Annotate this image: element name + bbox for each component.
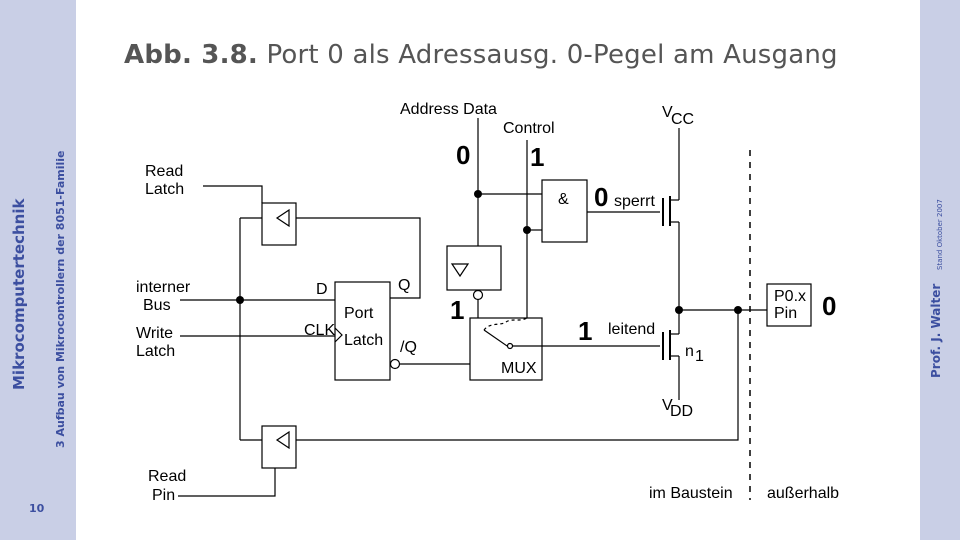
upper-fet-icon bbox=[662, 196, 671, 226]
q-output-label: Q bbox=[398, 277, 410, 294]
read-pin-label: Pin bbox=[152, 487, 175, 504]
inverter-output-level: 1 bbox=[450, 295, 464, 325]
vcc-subscript: CC bbox=[671, 111, 694, 128]
write-latch-label: Write bbox=[136, 325, 173, 342]
control-level: 1 bbox=[530, 142, 544, 172]
port-latch-box bbox=[334, 281, 391, 381]
logic-levels: 0 1 0 1 1 0 bbox=[450, 140, 836, 346]
nq-output-label: /Q bbox=[400, 339, 417, 356]
right-sidebar bbox=[920, 0, 960, 540]
read-pin-label: Read bbox=[148, 468, 186, 485]
page-title: Abb. 3.8. Port 0 als Adressausg. 0-Pegel… bbox=[124, 40, 838, 70]
port-latch-label: Port bbox=[344, 305, 374, 322]
read-latch-label: Read bbox=[145, 163, 183, 180]
mux-box bbox=[469, 317, 543, 381]
vdd-label: V bbox=[662, 397, 673, 414]
vdd-subscript: DD bbox=[670, 403, 693, 420]
pin-level: 0 bbox=[822, 291, 836, 321]
d-input-label: D bbox=[316, 281, 328, 298]
junction-dots bbox=[236, 190, 742, 314]
inside-chip-label: im Baustein bbox=[649, 485, 733, 502]
vcc-label: V bbox=[662, 104, 673, 121]
junction-dot bbox=[474, 190, 482, 198]
port-latch-label: Latch bbox=[344, 332, 383, 349]
and-gate-box bbox=[541, 179, 588, 243]
read-latch-buffer bbox=[261, 202, 297, 246]
mux-output-level: 1 bbox=[578, 316, 592, 346]
transistor-subscript: 1 bbox=[695, 348, 704, 365]
pin-label: Pin bbox=[774, 305, 797, 322]
write-latch-label: Latch bbox=[136, 343, 175, 360]
clock-edge-icon bbox=[334, 327, 343, 343]
leitend-label: leitend bbox=[608, 321, 655, 338]
figure-number: Abb. 3.8. bbox=[124, 40, 259, 70]
inverted-output-bubble bbox=[389, 358, 401, 370]
inverter-bubble bbox=[472, 289, 484, 301]
internal-bus-label: interner bbox=[136, 279, 191, 296]
buffer-triangle-icon bbox=[275, 208, 290, 228]
junction-dot bbox=[523, 226, 531, 234]
junction-dot bbox=[734, 306, 742, 314]
buffer-triangle-icon bbox=[275, 430, 290, 450]
address-data-label: Address Data bbox=[400, 101, 497, 118]
transistor-label: n bbox=[685, 343, 694, 360]
figure-caption: Port 0 als Adressausg. 0-Pegel am Ausgan… bbox=[266, 40, 838, 70]
diagram-labels: Address Data Control Read Latch interner… bbox=[136, 101, 839, 504]
mux-label: MUX bbox=[501, 360, 537, 377]
pin-label: P0.x bbox=[774, 288, 806, 305]
read-pin-buffer bbox=[261, 425, 297, 469]
control-label: Control bbox=[503, 120, 555, 137]
outside-chip-label: außerhalb bbox=[767, 485, 839, 502]
junction-dot bbox=[675, 306, 683, 314]
port-pin-box bbox=[766, 283, 812, 327]
read-latch-wire bbox=[203, 185, 263, 203]
page-number: 10 bbox=[29, 502, 45, 515]
q-feedback-wire bbox=[336, 217, 421, 299]
mux-switch-icon bbox=[483, 317, 542, 350]
inverter-triangle-icon bbox=[450, 263, 470, 278]
clk-input-label: CLK bbox=[304, 322, 335, 339]
sperrt-label: sperrt bbox=[614, 193, 655, 210]
address-data-level: 0 bbox=[456, 140, 470, 170]
inverter-box bbox=[446, 245, 502, 291]
and-output-level: 0 bbox=[594, 182, 608, 212]
junction-dot bbox=[236, 296, 244, 304]
left-sidebar bbox=[0, 0, 76, 540]
wires bbox=[178, 118, 767, 497]
internal-bus-label: Bus bbox=[143, 297, 171, 314]
pin-feedback-wire bbox=[296, 310, 739, 441]
read-pin-wire bbox=[178, 468, 276, 497]
read-latch-label: Latch bbox=[145, 181, 184, 198]
lower-fet-icon bbox=[662, 330, 671, 360]
and-symbol-label: & bbox=[558, 191, 569, 208]
